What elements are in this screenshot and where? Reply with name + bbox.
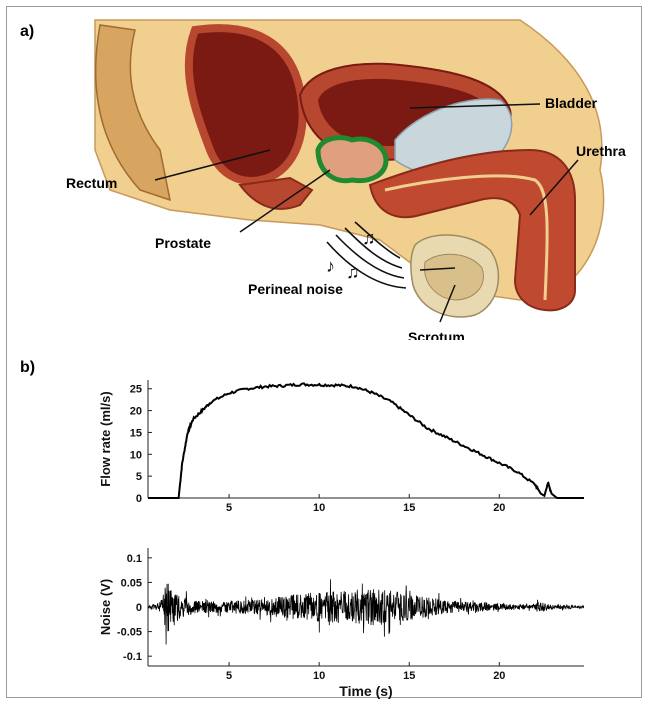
y-tick-label: 10 xyxy=(130,449,142,461)
y-axis-label: Noise (V) xyxy=(98,579,113,635)
x-tick-label: 5 xyxy=(226,502,232,514)
y-tick-label: -0.05 xyxy=(117,627,142,639)
y-tick-label: 0.1 xyxy=(127,553,142,565)
y-tick-label: 5 xyxy=(136,471,142,483)
flow-rate-line xyxy=(148,384,584,499)
x-tick-label: 15 xyxy=(403,502,415,514)
noise-chart: 5 10 15 20 0.1 0.05 0 -0.05 -0.1 Noise (V) Time (s… xyxy=(98,548,584,699)
y-tick-label: 0 xyxy=(136,602,142,614)
x-tick-label: 5 xyxy=(226,670,232,682)
y-tick-label: 15 xyxy=(130,427,142,439)
panel-b-label: b) xyxy=(20,359,35,376)
y-tick-label: -0.1 xyxy=(123,651,142,663)
y-tick-label: 25 xyxy=(130,384,142,396)
y-axis-label: Flow rate (ml/s) xyxy=(98,391,113,486)
noise-signal-line xyxy=(148,579,584,644)
x-tick-label: 20 xyxy=(493,670,505,682)
x-axis-label: Time (s) xyxy=(339,683,392,699)
y-tick-label: 0 xyxy=(136,493,142,505)
x-tick-label: 10 xyxy=(313,670,325,682)
x-tick-label: 20 xyxy=(493,502,505,514)
x-tick-label: 10 xyxy=(313,502,325,514)
y-tick-label: 20 xyxy=(130,406,142,418)
x-tick-label: 15 xyxy=(403,670,415,682)
y-tick-label: 0.05 xyxy=(121,577,142,589)
